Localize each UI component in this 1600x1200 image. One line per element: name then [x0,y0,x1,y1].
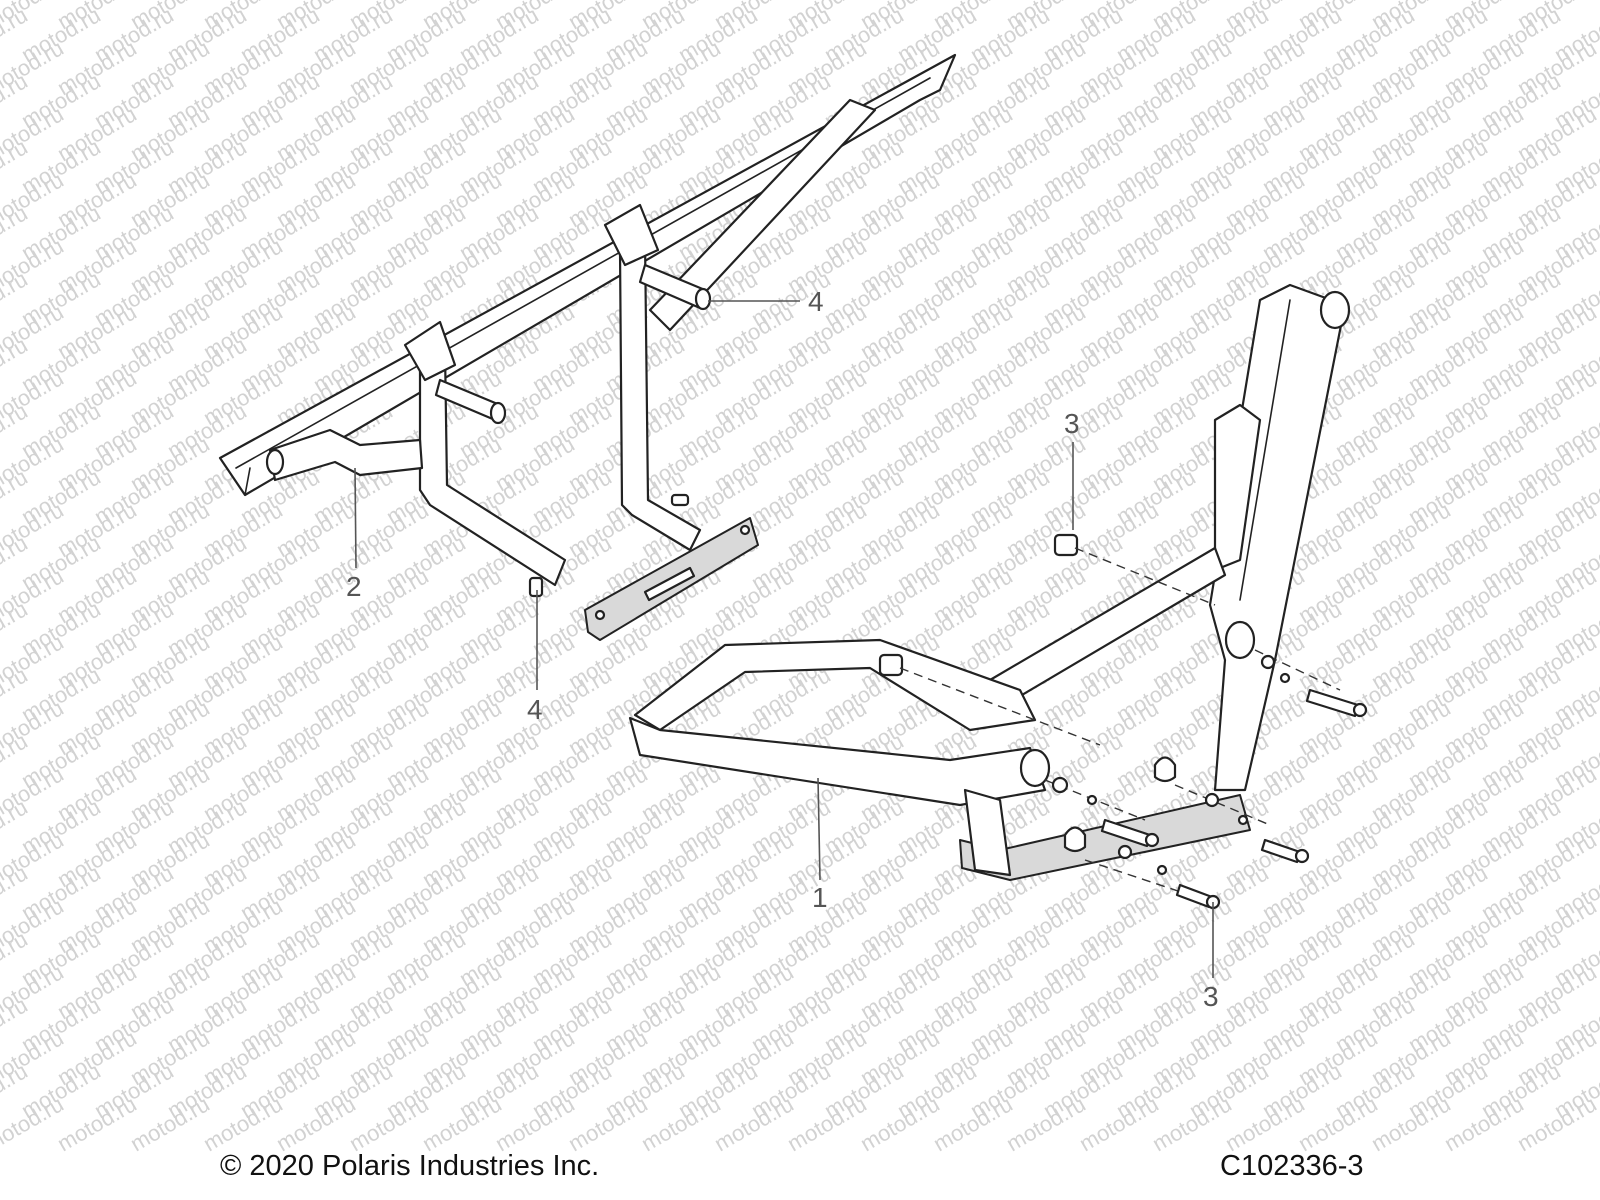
bushing-lower [878,653,904,677]
washer-4 [1117,844,1133,860]
slot-1 [1063,826,1087,853]
leader-lines [354,300,1214,978]
bolt-3 [1260,838,1302,864]
callout-4-upper: 4 [808,286,824,317]
washer-3 [1204,792,1220,808]
upper-pin-left-end [489,401,507,425]
upright-top-cap [1319,290,1351,330]
leader-2 [354,467,357,569]
inner-rear-tube [1213,403,1262,572]
alignment-line-lower [899,667,1101,746]
alignment-line-bolt-3 [1174,784,1271,826]
copyright-notice: © 2020 Polaris Industries Inc. [220,1150,600,1182]
leader-1 [817,777,821,881]
diagonal-brace [648,98,877,332]
front-hoop [633,638,1037,732]
nut-4 [1156,864,1168,876]
side-tube-end [265,448,285,476]
collar-right [603,203,660,267]
alignment-line-bolt-2 [1084,859,1191,896]
side-tube [268,428,424,482]
plate-hole-1 [594,609,606,621]
plate-slot [643,566,696,602]
diagram-code: C102336-3 [1220,1150,1364,1182]
washer-1 [1260,654,1276,670]
callout-3-lower: 3 [1203,981,1219,1012]
callout-4-lower: 4 [527,694,543,725]
upper-beam-edge-2 [244,467,251,496]
bolt-3-head [1294,848,1310,864]
plate-hole-2 [739,524,751,536]
callout-1: 1 [812,882,828,913]
upper-pin-right-end [694,287,712,311]
bolt-2 [1100,818,1152,848]
upper-bumper-assembly [218,53,957,641]
nut-1 [1279,672,1291,684]
alignment-line-upper [1074,547,1216,606]
bushing-upper [1053,533,1079,557]
bolt-1-head [1352,702,1368,718]
callout-3-upper: 3 [1064,408,1080,439]
bolt-1 [1305,688,1360,718]
right-upright-inner [1239,299,1291,601]
nut-2 [1086,794,1098,806]
washer-2 [1051,776,1069,794]
stud-upper [670,493,690,507]
bolt-2-head [1144,832,1160,848]
slot-2 [1153,756,1177,783]
boss-right [1224,620,1256,660]
stud-lower [528,576,544,598]
callout-2: 2 [346,571,362,602]
callout-labels: 1 2 3 3 4 4 [346,286,1219,1012]
collar-left [403,320,457,382]
lower-bumper-assembly [628,283,1368,910]
boss-front [1019,748,1051,788]
nut-3 [1237,814,1249,826]
lower-leg [963,788,1012,877]
